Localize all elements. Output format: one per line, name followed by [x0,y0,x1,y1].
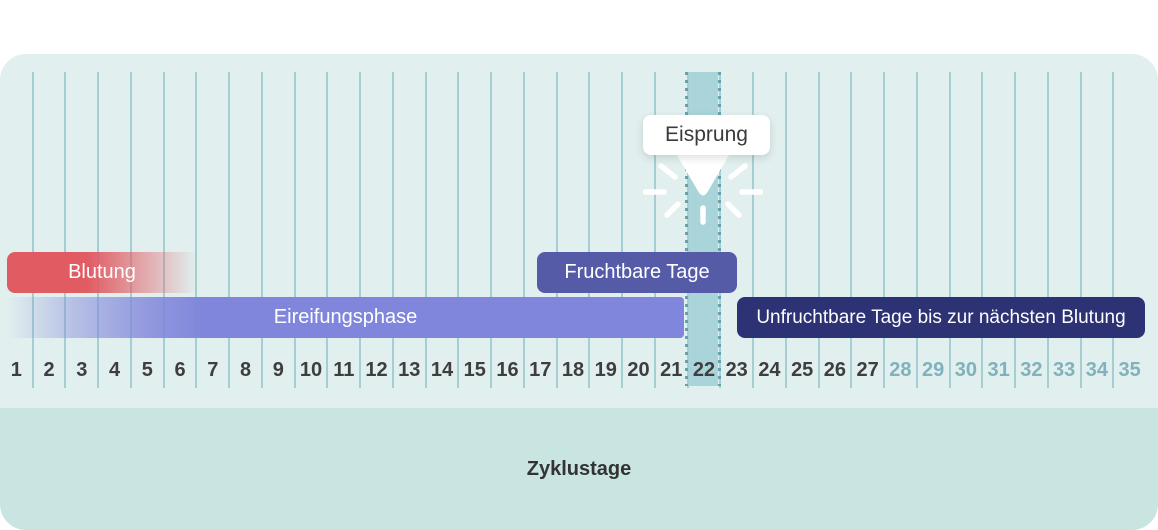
day-label-18: 18 [561,358,585,381]
day-label-27: 27 [856,358,879,381]
day-label-4: 4 [109,358,121,381]
grid-line [752,72,755,388]
grid-line [129,72,132,388]
grid-line [1112,72,1115,388]
day-label-9: 9 [272,358,284,381]
day-label-17: 17 [529,358,552,381]
tooltip-pointer [674,150,732,196]
fertile-days-bar: Fruchtbare Tage [537,252,737,293]
day-label-2: 2 [43,358,55,381]
cycle-chart-card: Blutung Fruchtbare Tage Eireifungsphase … [0,54,1158,530]
ovulation-tooltip: Eisprung [643,115,770,155]
day-label-14: 14 [430,358,454,381]
bleeding-phase-label: Blutung [68,261,136,283]
day-label-34: 34 [1085,358,1108,381]
grid-line [1046,72,1049,388]
grid-line [915,72,918,388]
ovulation-tooltip-label: Eisprung [665,123,748,146]
ovulation-column-left-dotted-border [685,72,688,386]
day-label-30: 30 [954,358,978,381]
day-label-16: 16 [496,358,519,381]
day-label-8: 8 [239,358,252,381]
day-label-26: 26 [823,358,847,381]
day-label-25: 25 [791,358,814,381]
day-label-32: 32 [1020,358,1043,381]
grid-line [522,72,525,388]
fertile-days-label: Fruchtbare Tage [564,261,710,283]
egg-maturation-phase-label: Eireifungsphase [273,306,418,328]
day-label-20: 20 [627,358,650,381]
grid-line [817,72,820,388]
grid-line [457,72,460,388]
day-label-19: 19 [594,358,617,381]
axis-title-band: Zyklustage [0,408,1158,530]
grid-line [391,72,394,388]
grid-line [64,72,67,388]
grid-line [588,72,591,388]
day-label-22: 22 [692,358,716,381]
day-label-7: 7 [207,358,219,381]
day-label-31: 31 [987,358,1010,381]
egg-maturation-phase-bar: Eireifungsphase [7,297,684,338]
grid-line [981,72,984,388]
day-label-11: 11 [333,358,355,381]
grid-line [1014,72,1017,388]
day-label-21: 21 [660,358,683,381]
grid-line [424,72,427,388]
grid-line [490,72,493,388]
grid-line [31,72,34,388]
day-label-24: 24 [758,358,781,381]
day-label-12: 12 [365,358,388,381]
infertile-days-label: Unfruchtbare Tage bis zur nächsten Blutu… [756,306,1126,328]
day-label-15: 15 [463,358,486,381]
grid-line [784,72,787,388]
day-label-29: 29 [922,358,945,381]
grid-line [555,72,558,388]
day-label-33: 33 [1053,358,1076,381]
grid-line [260,72,263,388]
grid-line [326,72,329,388]
grid-line [850,72,853,388]
day-label-35: 35 [1118,358,1141,381]
day-label-28: 28 [889,358,912,381]
day-label-6: 6 [174,358,186,381]
bleeding-phase-bar: Blutung [7,252,197,293]
ovulation-burst-icon [643,163,763,225]
grid-line [948,72,951,388]
grid-line [162,72,165,388]
axis-title: Zyklustage [526,457,632,480]
grid-line [1079,72,1082,388]
infertile-days-bar: Unfruchtbare Tage bis zur nächsten Blutu… [737,297,1145,338]
grid-line [195,72,198,388]
grid-line [97,72,100,388]
grid-line [359,72,362,388]
grid-line [228,72,231,388]
ovulation-column-right-dotted-border [718,72,721,386]
grid-line [621,72,624,388]
day-label-5: 5 [141,358,153,381]
day-label-10: 10 [299,358,323,381]
day-label-23: 23 [725,358,748,381]
day-label-3: 3 [76,358,88,381]
grid-line [653,72,656,388]
day-label-13: 13 [398,358,421,381]
grid-line [293,72,296,388]
grid-line [883,72,886,388]
day-label-1: 1 [10,358,22,381]
